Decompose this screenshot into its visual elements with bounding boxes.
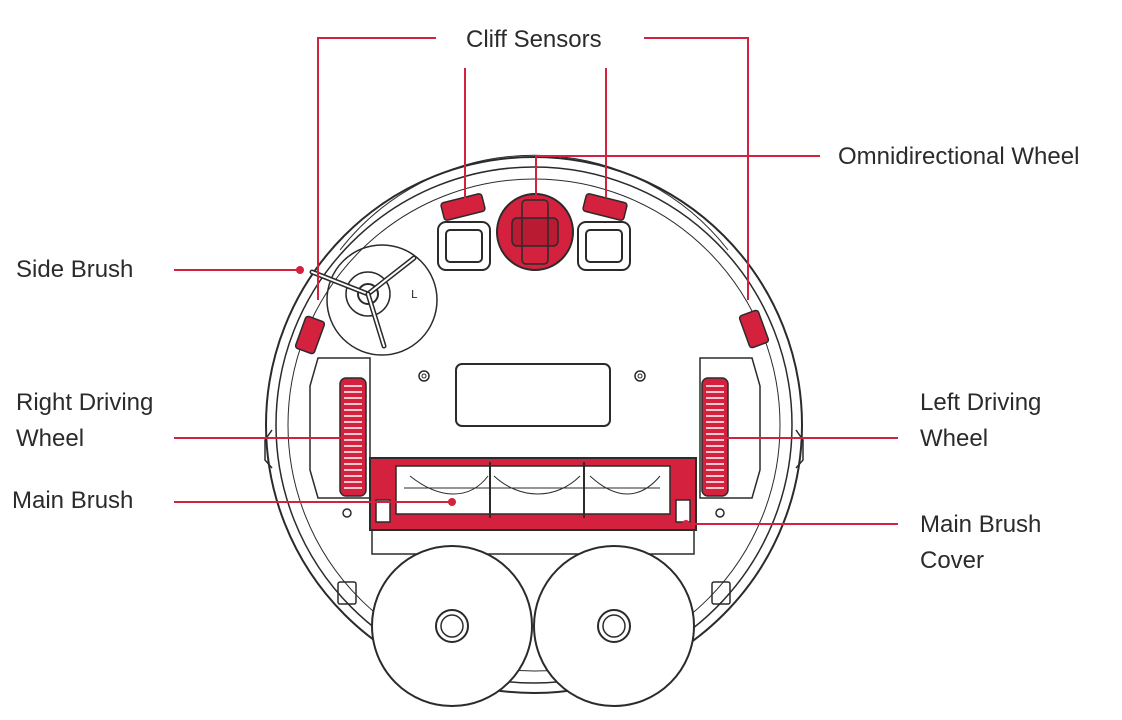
side-brush: [309, 244, 438, 356]
brush-bracket: [371, 529, 695, 555]
cliff-sensor-front-left: [440, 193, 486, 221]
label-main-brush-cover-line2: Cover: [920, 547, 985, 574]
label-right-driving-wheel-line2: Wheel: [16, 425, 85, 452]
cliff-sensor-side-right: [738, 309, 770, 349]
side-brush-marker: L: [411, 288, 418, 301]
label-main-brush: Main Brush: [12, 487, 134, 514]
label-omnidirectional-wheel: Omnidirectional Wheel: [838, 143, 1080, 170]
front-sensor-windows: [437, 221, 631, 271]
callout-cliff-outer-right: [644, 37, 749, 300]
main-brush: [404, 475, 661, 495]
robot-body: [264, 154, 804, 694]
callout-omni-wheel: [535, 155, 820, 198]
center-panel: [455, 363, 611, 427]
main-brush-cover: [369, 457, 697, 531]
left-driving-wheel: [699, 357, 761, 499]
omnidirectional-wheel: [496, 193, 574, 271]
label-main-brush-cover-line1: Main Brush: [920, 511, 1042, 538]
callout-lines: [174, 37, 898, 525]
label-side-brush: Side Brush: [16, 256, 134, 283]
callout-dots: [296, 266, 690, 528]
cliff-sensor-side-left: [294, 315, 326, 355]
right-driving-wheel: [309, 357, 371, 499]
mop-pads: [371, 545, 695, 707]
cliff-sensors: [294, 193, 770, 355]
label-right-driving-wheel-line1: Right Driving: [16, 389, 154, 416]
label-cliff-sensors: Cliff Sensors: [466, 26, 602, 53]
label-left-driving-wheel-line1: Left Driving: [920, 389, 1042, 416]
label-left-driving-wheel-line2: Wheel: [920, 425, 989, 452]
callout-cliff-outer-left: [317, 37, 436, 300]
cliff-sensor-front-right: [582, 193, 628, 221]
